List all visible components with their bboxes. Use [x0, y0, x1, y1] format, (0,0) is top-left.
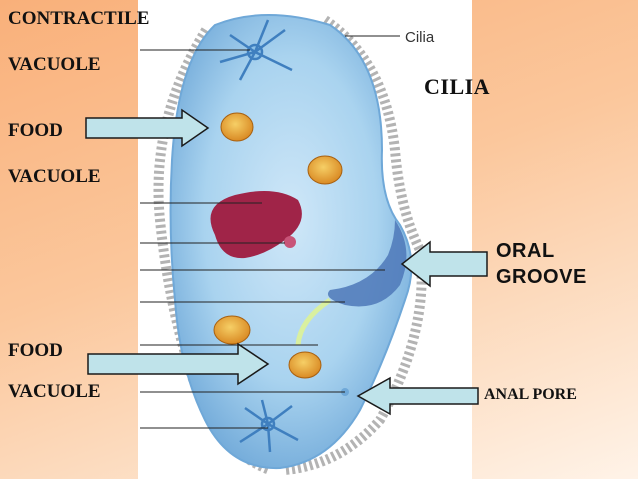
label-anal-pore: ANAL PORE: [484, 386, 577, 403]
label-food-vacuole-2: VACUOLE: [8, 381, 101, 402]
label-cilia: CILIA: [424, 74, 491, 99]
label-food-1: FOOD: [8, 120, 63, 141]
cilia-tag: Cilia: [405, 29, 435, 46]
label-food-2: FOOD: [8, 340, 63, 361]
arrow-right-icon: [85, 108, 210, 148]
contractile-vacuole-bottom-icon: [239, 399, 299, 453]
label-oral: ORAL: [496, 240, 555, 262]
label-food-vacuole-1: VACUOLE: [8, 166, 101, 187]
micronucleus: [284, 236, 296, 248]
cilia-fringe: [153, 15, 427, 475]
contractile-vacuole-star-icon: [219, 19, 293, 81]
leader-lines: [140, 35, 400, 429]
label-contractile: CONTRACTILE: [8, 8, 150, 29]
arrow-left-icon-2: [356, 376, 479, 416]
arrow-right-icon-2: [87, 342, 270, 386]
macronucleus: [210, 191, 302, 259]
label-groove: GROOVE: [496, 266, 587, 288]
arrow-left-icon: [400, 240, 488, 288]
food-vacuoles: [213, 112, 343, 379]
oral-groove-shape: [327, 220, 407, 307]
label-contractile-vacuole: VACUOLE: [8, 54, 101, 75]
gullet: [295, 297, 332, 346]
